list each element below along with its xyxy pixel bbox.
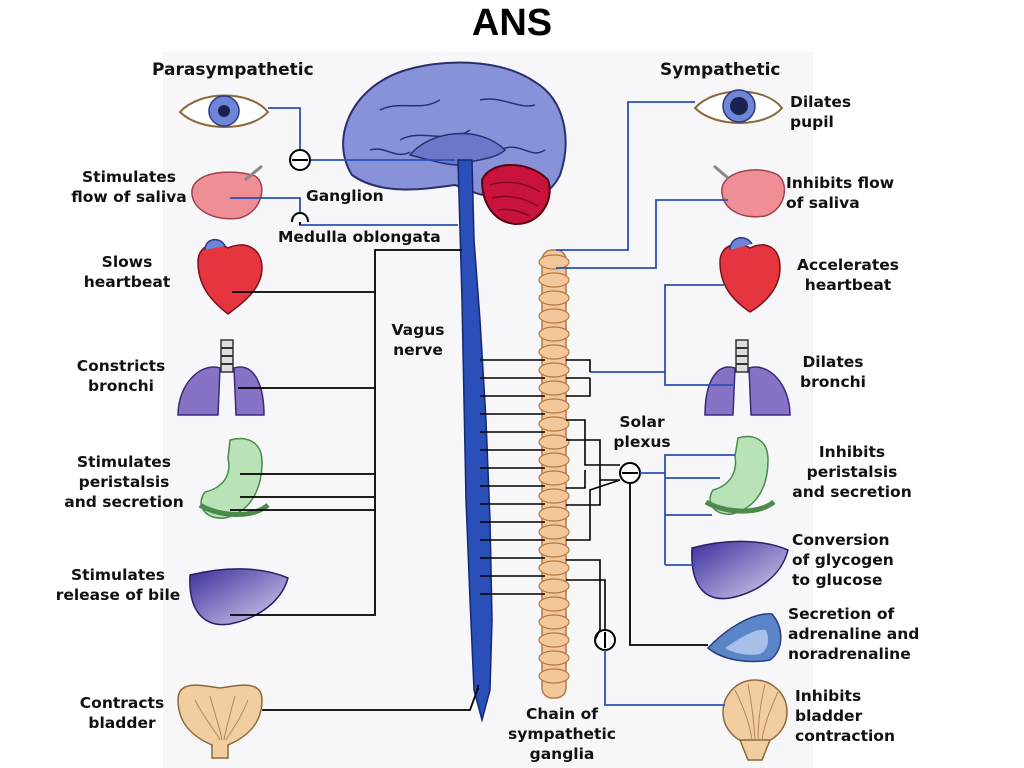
vagus-nerve	[230, 249, 479, 711]
ganglion-bead	[538, 344, 570, 360]
ganglion-bead	[538, 524, 570, 540]
right-heart-icon	[719, 237, 781, 313]
sympathetic-nerves	[556, 101, 735, 706]
right-salivary-gland-icon	[713, 164, 786, 218]
ganglion-bead	[538, 398, 570, 414]
left-salivary-gland-icon	[191, 164, 263, 220]
adrenal-nerve	[629, 483, 708, 646]
right-bladder-icon	[722, 679, 788, 761]
left-heart-icon	[197, 238, 263, 315]
ganglion-bead	[538, 506, 570, 522]
left-lungs-icon	[177, 339, 265, 416]
ganglion-bead	[538, 380, 570, 396]
left-stomach-icon	[198, 437, 270, 519]
ganglion-bead	[538, 596, 570, 612]
ganglion-bead	[538, 416, 570, 432]
right-lungs-icon	[704, 339, 791, 416]
ganglion-bead	[538, 290, 570, 306]
ganglion-bead	[538, 668, 570, 684]
splanchnic-nerves	[566, 359, 621, 641]
ganglion-bead	[538, 470, 570, 486]
left-liver-icon	[189, 568, 289, 626]
ganglion-bead	[538, 614, 570, 630]
right-eye-icon	[693, 89, 784, 124]
page-title: ANS	[471, 2, 553, 44]
parasympathetic-heading: Parasympathetic	[152, 60, 314, 80]
ganglion-bead	[538, 308, 570, 324]
ganglion-bead	[538, 434, 570, 450]
medulla-label: Medulla oblongata	[278, 228, 441, 246]
ganglion-label: Ganglion	[306, 187, 384, 205]
left-eye-icon	[178, 94, 270, 128]
sympathetic-heading: Sympathetic	[660, 60, 781, 80]
ganglion-bead	[538, 632, 570, 648]
spinal-rungs	[480, 359, 545, 595]
left-bladder-icon	[177, 684, 263, 759]
sympathetic-ganglia-chain	[538, 249, 570, 699]
ganglion-bead	[538, 272, 570, 288]
brain	[342, 61, 567, 226]
spinal-cord	[457, 159, 493, 723]
right-stomach-icon	[704, 435, 776, 515]
ganglion-bead	[538, 254, 570, 270]
ganglion-bead	[538, 326, 570, 342]
right-liver-icon	[691, 540, 789, 600]
ganglion-bead	[538, 542, 570, 558]
ganglion-bead	[538, 560, 570, 576]
right-adrenal-gland-icon	[706, 613, 782, 663]
ganglion-bead	[538, 578, 570, 594]
ganglion-bead	[538, 452, 570, 468]
ganglion-bead	[538, 650, 570, 666]
ganglion-bead	[538, 488, 570, 504]
ganglion-bead	[538, 362, 570, 378]
